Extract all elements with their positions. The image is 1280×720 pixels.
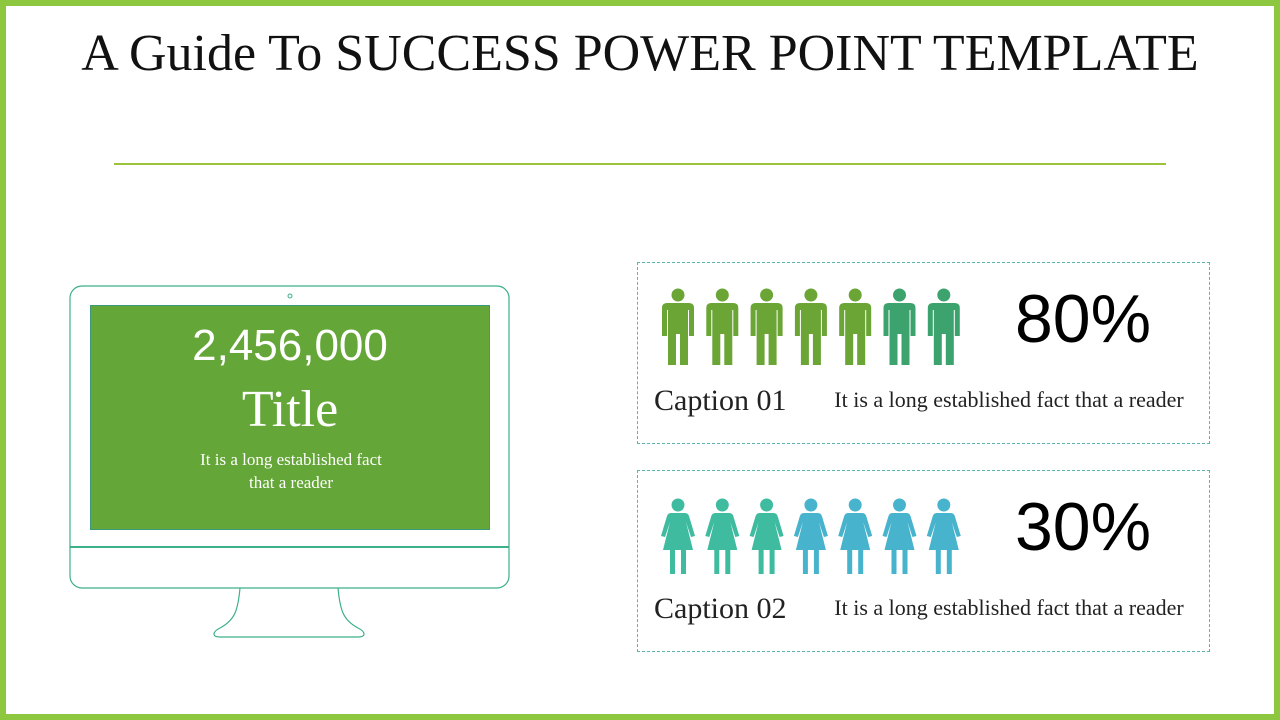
stat-caption-2: Caption 02 — [654, 592, 787, 625]
male-person-icon — [750, 288, 783, 365]
big-number: 2,456,000 — [192, 321, 388, 370]
stat-card-2: 30% Caption 02 It is a long established … — [637, 470, 1210, 652]
female-person-icon — [793, 498, 828, 574]
male-icons-row — [662, 288, 960, 365]
male-person-icon — [927, 288, 960, 365]
stat-caption-1: Caption 01 — [654, 384, 787, 417]
female-icons-row — [661, 498, 961, 574]
stat-card-1: 80% Caption 01 It is a long established … — [637, 262, 1210, 444]
screen-title: Title — [241, 381, 339, 438]
stat-percent-1: 80% — [1014, 281, 1152, 357]
male-person-icon — [706, 288, 739, 365]
screen-text: It is a long established fact that a rea… — [200, 450, 382, 492]
female-person-icon — [838, 498, 873, 574]
male-person-icon — [839, 288, 872, 365]
title-divider — [114, 163, 1166, 165]
female-person-icon — [926, 498, 961, 574]
stat-description-2: It is a long established fact that a rea… — [834, 595, 1184, 620]
stat-percent-2: 30% — [1014, 489, 1152, 565]
female-person-icon — [705, 498, 740, 574]
male-person-icon — [662, 288, 694, 365]
stat-description-1: It is a long established fact that a rea… — [834, 387, 1184, 412]
slide-title: A Guide To SUCCESS POWER POINT TEMPLATE — [81, 25, 1199, 82]
female-person-icon — [749, 498, 784, 574]
female-person-icon — [661, 498, 695, 574]
monitor-icon — [69, 285, 510, 638]
monitor-screen: 2,456,000 Title It is a long established… — [90, 305, 490, 530]
female-person-icon — [882, 498, 917, 574]
male-person-icon — [794, 288, 827, 365]
male-person-icon — [883, 288, 916, 365]
